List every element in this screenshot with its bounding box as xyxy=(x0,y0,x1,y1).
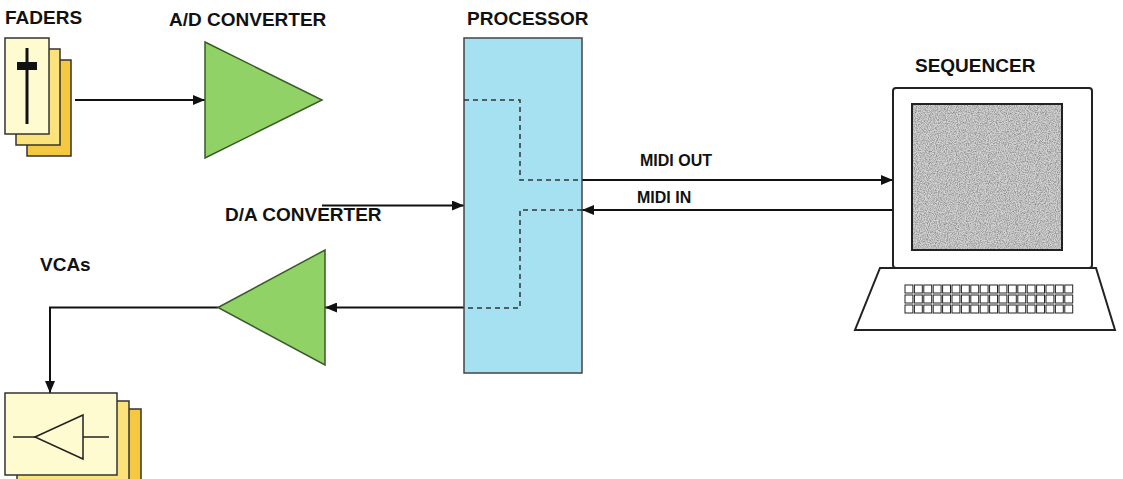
amplifier-symbol xyxy=(35,415,83,459)
amplifier-wire xyxy=(13,436,35,438)
keyboard-key xyxy=(961,295,969,303)
keyboard-key xyxy=(980,295,988,303)
keyboard-key xyxy=(1008,285,1016,293)
node-shape xyxy=(893,88,1092,268)
keyboard-key xyxy=(1046,305,1054,313)
keyboard-base xyxy=(855,268,1115,330)
keyboard-key xyxy=(1065,305,1073,313)
node-heading: VCAs xyxy=(40,255,91,276)
keyboard-key xyxy=(1037,305,1045,313)
keyboard-key xyxy=(924,295,932,303)
keyboard-key xyxy=(980,285,988,293)
keyboard-key xyxy=(990,285,998,293)
keyboard-key xyxy=(952,285,960,293)
keyboard-key xyxy=(943,285,951,293)
keyboard-key xyxy=(1027,295,1035,303)
keyboard-key xyxy=(933,295,941,303)
keyboard-key xyxy=(999,305,1007,313)
keyboard-key xyxy=(914,285,922,293)
fader-track xyxy=(26,48,29,124)
keyboard-key xyxy=(999,285,1007,293)
dac-triangle: D/A CONVERTER xyxy=(218,250,325,365)
keyboard-keys xyxy=(905,285,1073,313)
keyboard-key xyxy=(943,295,951,303)
keyboard-key xyxy=(1008,305,1016,313)
keyboard-key xyxy=(961,285,969,293)
signal-arrow xyxy=(582,179,893,181)
processor-box xyxy=(464,38,582,373)
keyboard-key xyxy=(924,285,932,293)
keyboard-key xyxy=(1055,285,1063,293)
keyboard-key xyxy=(914,305,922,313)
keyboard-key xyxy=(1018,295,1026,303)
signal-arrow xyxy=(325,307,464,309)
node-shape xyxy=(205,42,322,158)
keyboard-key xyxy=(933,305,941,313)
fader-stack: FADERS xyxy=(5,38,75,158)
keyboard-key xyxy=(952,295,960,303)
keyboard-key xyxy=(990,305,998,313)
signal-route xyxy=(464,100,582,180)
node-shape xyxy=(464,38,582,373)
node-shape xyxy=(5,38,75,158)
keyboard-key xyxy=(1018,305,1026,313)
node-heading: PROCESSOR xyxy=(467,9,588,30)
signal-arrow xyxy=(75,99,205,101)
keyboard-key xyxy=(1065,285,1073,293)
monitor-screen xyxy=(912,104,1062,250)
keyboard-key xyxy=(1018,285,1026,293)
keyboard-key xyxy=(971,305,979,313)
processor-box: PROCESSOR xyxy=(464,38,582,373)
signal-route xyxy=(464,210,582,308)
signal-name: MIDI OUT xyxy=(640,153,712,169)
signal-arrow xyxy=(582,209,893,211)
amplifier-wire xyxy=(83,436,109,438)
keyboard-key xyxy=(999,295,1007,303)
converter-triangle xyxy=(205,42,322,158)
card xyxy=(5,393,117,475)
vca-stack: VCAs xyxy=(5,393,145,479)
node-heading: A/D CONVERTER xyxy=(169,10,326,31)
keyboard-key xyxy=(1055,295,1063,303)
node-heading: FADERS xyxy=(5,8,82,29)
keyboard-key xyxy=(905,285,913,293)
adc-triangle: A/D CONVERTER xyxy=(205,42,322,158)
keyboard-key xyxy=(971,285,979,293)
screen-noise xyxy=(913,105,1061,249)
signal-arrow xyxy=(50,308,218,394)
keyboard-key xyxy=(914,295,922,303)
keyboard-key xyxy=(905,305,913,313)
keyboard-key xyxy=(1037,295,1045,303)
keyboard-key xyxy=(1037,285,1045,293)
keyboard-key xyxy=(905,295,913,303)
monitor-case xyxy=(893,88,1092,268)
keyboard-key xyxy=(943,305,951,313)
keyboard-key xyxy=(1008,295,1016,303)
keyboard-key xyxy=(980,305,988,313)
card xyxy=(5,38,49,134)
keyboard-key xyxy=(1065,295,1073,303)
keyboard-key xyxy=(990,295,998,303)
keyboard-key xyxy=(961,305,969,313)
keyboard-key xyxy=(933,285,941,293)
signal-name: MIDI IN xyxy=(637,190,691,206)
keyboard-key xyxy=(952,305,960,313)
fader-knob xyxy=(17,62,37,70)
keyboard-key xyxy=(924,305,932,313)
keyboard-key xyxy=(1027,305,1035,313)
node-heading: D/A CONVERTER xyxy=(225,205,382,226)
keyboard-key xyxy=(1046,285,1054,293)
keyboard-key xyxy=(1046,295,1054,303)
node-shape xyxy=(5,393,145,479)
node-shape xyxy=(218,250,325,365)
keyboard-key xyxy=(971,295,979,303)
converter-triangle xyxy=(218,250,325,365)
sequencer-computer: SEQUENCER xyxy=(893,88,1092,268)
keyboard-key xyxy=(1055,305,1063,313)
keyboard-key xyxy=(1027,285,1035,293)
node-heading: SEQUENCER xyxy=(915,56,1035,77)
